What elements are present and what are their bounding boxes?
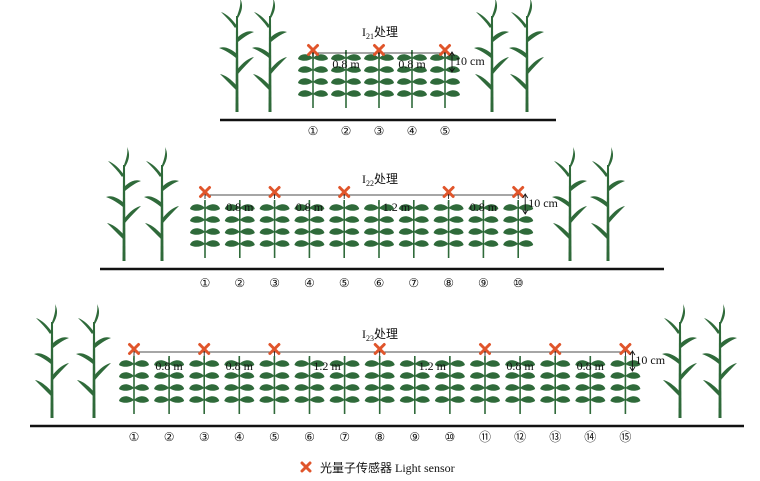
- row-number: ⑨: [478, 276, 489, 290]
- soybean-plant: [539, 355, 572, 415]
- soybean-plant: [188, 355, 220, 415]
- sensor-legend-icon: [300, 461, 312, 473]
- row-number: ⑧: [443, 276, 454, 290]
- maize-plant: [106, 147, 141, 261]
- maize-plant: [252, 0, 287, 112]
- row-number: ⑦: [339, 430, 350, 444]
- spacing-label: 0.8 m: [470, 200, 498, 214]
- spacing-label: 0.8 m: [506, 359, 534, 373]
- soybean-plant: [328, 199, 361, 259]
- height-offset: 10 cm: [522, 193, 559, 215]
- row-numbers: ① ② ③ ④ ⑤: [308, 124, 451, 138]
- maize-plant: [219, 0, 254, 112]
- arrow-up-icon: [629, 350, 636, 356]
- height-offset: 10 cm: [629, 350, 666, 372]
- soybean-plant: [118, 355, 150, 415]
- row-number: ②: [164, 430, 175, 444]
- spacing-label: 1.2 m: [419, 359, 447, 373]
- row-number: ⑨: [409, 430, 420, 444]
- soybean-plant: [432, 199, 465, 259]
- row-number: ④: [304, 276, 315, 290]
- arrow-down-icon: [522, 209, 529, 215]
- legend-label: 光量子传感器 Light sensor: [320, 460, 455, 475]
- spacing-dimensions: 0.8 m 0.8 m 1.2 m 0.8 m: [204, 191, 519, 214]
- row-number: ①: [129, 430, 140, 444]
- soybean-plant: [258, 355, 291, 415]
- maize-plant: [509, 0, 544, 112]
- row-number: ②: [341, 124, 352, 138]
- row-number: ④: [234, 430, 245, 444]
- row-number: ③: [199, 430, 210, 444]
- panel-1: I21处理 0.8 m 0.8 m 10 cm ① ② ③ ④ ⑤: [219, 0, 556, 138]
- row-number: ⑤: [269, 430, 280, 444]
- maize-plant: [590, 147, 625, 261]
- arrow-down-icon: [629, 366, 636, 372]
- row-numbers: ① ② ③ ④ ⑤ ⑥ ⑦ ⑧ ⑨ ⑩: [200, 276, 524, 290]
- row-number: ⑧: [374, 430, 385, 444]
- soybean-row: [118, 355, 642, 415]
- soybean-plant: [258, 199, 291, 259]
- row-number: ⑥: [374, 276, 385, 290]
- spacing-label: 0.8 m: [296, 200, 324, 214]
- row-number: ⑮: [619, 430, 631, 444]
- row-number: ⑫: [514, 430, 526, 444]
- spacing-label: 0.8 m: [577, 359, 605, 373]
- spacing-label: 1.2 m: [313, 359, 341, 373]
- maize-plant: [702, 304, 737, 418]
- row-number: ⑩: [445, 430, 456, 444]
- legend: 光量子传感器 Light sensor: [300, 457, 455, 477]
- maize-plant: [34, 304, 69, 418]
- spacing-label: 0.8 m: [155, 359, 183, 373]
- soybean-row: [297, 49, 461, 109]
- row-number: ①: [200, 276, 211, 290]
- row-number: ⑤: [339, 276, 350, 290]
- spacing-dimensions: 0.8 m 0.8 m: [312, 49, 446, 71]
- maize-plant: [76, 304, 111, 418]
- row-number: ⑤: [440, 124, 451, 138]
- spacing-dimensions: 0.8 m 0.8 m 1.2 m 1.2 m 0.8 m 0.8 m: [133, 348, 626, 373]
- spacing-label: 0.8 m: [332, 57, 360, 71]
- panel-3: I23处理 0.8 m 0.8 m 1.2 m 1.2 m 0.8 m 0.8 m 10 …: [30, 304, 744, 444]
- spacing-label: 0.8 m: [398, 57, 426, 71]
- row-number: ②: [234, 276, 245, 290]
- row-number: ⑦: [408, 276, 419, 290]
- offset-label: 10 cm: [635, 353, 665, 367]
- panel-title: I21处理: [362, 25, 398, 41]
- row-number: ⑭: [584, 430, 596, 444]
- soybean-plant: [363, 355, 396, 415]
- row-number: ⑥: [304, 430, 315, 444]
- row-number: ⑩: [513, 276, 524, 290]
- soybean-plant: [363, 49, 395, 109]
- soybean-plant: [469, 355, 501, 415]
- row-number: ③: [269, 276, 280, 290]
- arrow-up-icon: [522, 193, 529, 199]
- maize-plant: [662, 304, 697, 418]
- row-number: ⑬: [549, 430, 561, 444]
- panel-2: I22处理 0.8 m 0.8 m 1.2 m 0.8 m 10 cm ① ② ③ ④ ⑤ ⑥ ⑦…: [100, 147, 664, 290]
- height-offset: 10 cm: [449, 51, 485, 73]
- row-number: ③: [374, 124, 385, 138]
- offset-label: 10 cm: [455, 54, 485, 68]
- row-numbers: ① ② ③ ④ ⑤ ⑥ ⑦ ⑧ ⑨ ⑩ ⑪ ⑫ ⑬ ⑭ ⑮: [129, 430, 632, 444]
- spacing-label: 1.2 m: [383, 200, 411, 214]
- panel-title: I22处理: [362, 172, 398, 188]
- soybean-plant: [297, 49, 329, 109]
- spacing-label: 0.8 m: [226, 200, 254, 214]
- spacing-label: 0.8 m: [226, 359, 254, 373]
- maize-plant: [144, 147, 179, 261]
- panel-title: I23处理: [362, 327, 398, 343]
- soybean-plant: [189, 199, 221, 259]
- arrow-down-icon: [449, 67, 455, 73]
- row-number: ①: [308, 124, 319, 138]
- row-number: ④: [407, 124, 418, 138]
- row-number: ⑪: [479, 430, 491, 444]
- arrow-up-icon: [449, 51, 455, 57]
- offset-label: 10 cm: [528, 196, 558, 210]
